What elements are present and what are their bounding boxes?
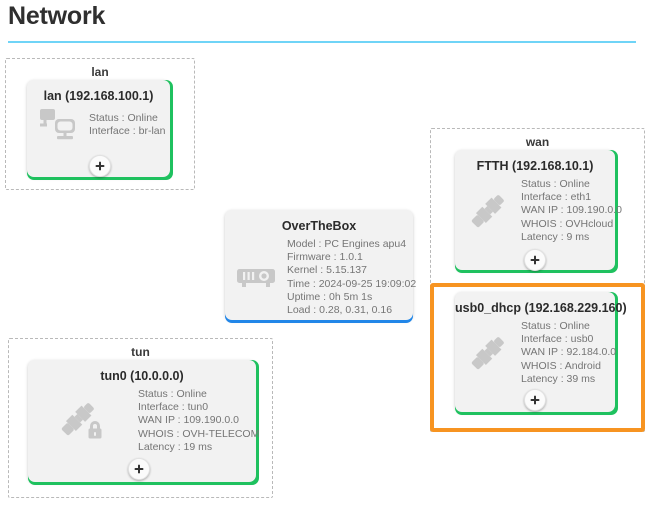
card-body-tun0: Status : Online Interface : tun0 WAN IP … [28, 384, 259, 454]
add-button-ftth[interactable] [524, 249, 546, 271]
detail-line: WHOIS : OVHcloud [521, 217, 614, 230]
device-card-lan[interactable]: lan (192.168.100.1) Status : Online Inte… [27, 80, 170, 177]
detail-line: Latency : 9 ms [521, 230, 590, 243]
card-details-lan: Status : Online Interface : br-lan [89, 112, 170, 138]
detail-line: Status : Online [89, 111, 158, 124]
card-body-lan: Status : Online Interface : br-lan [27, 104, 170, 142]
page-title: Network [8, 2, 106, 30]
add-button-usb0-dhcp[interactable] [524, 389, 546, 411]
group-label-tun: tun [131, 345, 150, 359]
interface-group-lan: lan [5, 58, 195, 190]
card-title-usb0-dhcp: usb0_dhcp (192.168.229.160) [455, 301, 627, 315]
device-card-overthebox[interactable]: OverTheBox Model : PC Engines apu4 [225, 210, 416, 320]
add-button-tun0[interactable] [128, 458, 150, 480]
card-title-tun0: tun0 (10.0.0.0) [100, 369, 184, 383]
detail-line: Model : PC Engines apu4 [287, 238, 407, 250]
network-computers-icon [27, 108, 89, 142]
group-label-wan: wan [525, 135, 550, 149]
card-title-ftth: FTTH (192.168.10.1) [476, 159, 594, 173]
detail-line: WAN IP : 109.190.0.0 [521, 204, 622, 217]
detail-line: WHOIS : OVH-TELECOM [138, 427, 260, 440]
detail-line: Time : 2024-09-25 19:09:02 [287, 277, 417, 290]
card-body-overthebox: Model : PC Engines apu4 Firmware : 1.0.1… [225, 234, 416, 317]
detail-line: Load : 0.28, 0.31, 0.16 [287, 304, 393, 317]
card-body-usb0-dhcp: Status : Online Interface : usb0 WAN IP … [455, 316, 616, 386]
card-details-overthebox: Model : PC Engines apu4 Firmware : 1.0.1… [287, 238, 416, 317]
card-title-overthebox: OverTheBox [281, 219, 357, 233]
plug-connector-icon [455, 333, 521, 373]
detail-line: WHOIS : Android [521, 359, 601, 372]
interface-group-tun: tun [8, 338, 273, 498]
detail-line: Status : Online [138, 388, 207, 400]
card-details-usb0-dhcp: Status : Online Interface : usb0 WAN IP … [521, 320, 616, 386]
card-details-tun0: Status : Online Interface : tun0 WAN IP … [138, 388, 259, 454]
detail-line: Latency : 19 ms [138, 440, 213, 453]
detail-line: Interface : usb0 [521, 333, 594, 346]
title-divider [8, 41, 636, 43]
detail-line: Interface : eth1 [521, 191, 592, 204]
card-body-ftth: Status : Online Interface : eth1 WAN IP … [455, 174, 622, 244]
add-button-lan[interactable] [89, 155, 111, 177]
detail-line: Kernel : 5.15.137 [287, 264, 367, 277]
detail-line: Interface : br-lan [89, 125, 166, 137]
detail-line: Status : Online [521, 320, 590, 332]
detail-line: Uptime : 0h 5m 1s [287, 290, 373, 303]
projector-device-icon [225, 265, 287, 291]
group-label-lan: lan [91, 65, 109, 79]
detail-line: WAN IP : 92.184.0.0 [521, 346, 617, 359]
plug-connector-icon [455, 191, 521, 231]
device-card-tun0[interactable]: tun0 (10.0.0.0) Status : Online In [28, 360, 259, 482]
detail-line: WAN IP : 109.190.0.0 [138, 414, 239, 427]
detail-line: Latency : 39 ms [521, 372, 596, 385]
detail-line: Interface : tun0 [138, 401, 209, 414]
card-details-ftth: Status : Online Interface : eth1 WAN IP … [521, 178, 622, 244]
detail-line: Status : Online [521, 178, 590, 190]
detail-line: Firmware : 1.0.1 [287, 251, 363, 264]
plug-connector-lock-icon [28, 399, 138, 443]
card-title-lan: lan (192.168.100.1) [43, 89, 154, 103]
